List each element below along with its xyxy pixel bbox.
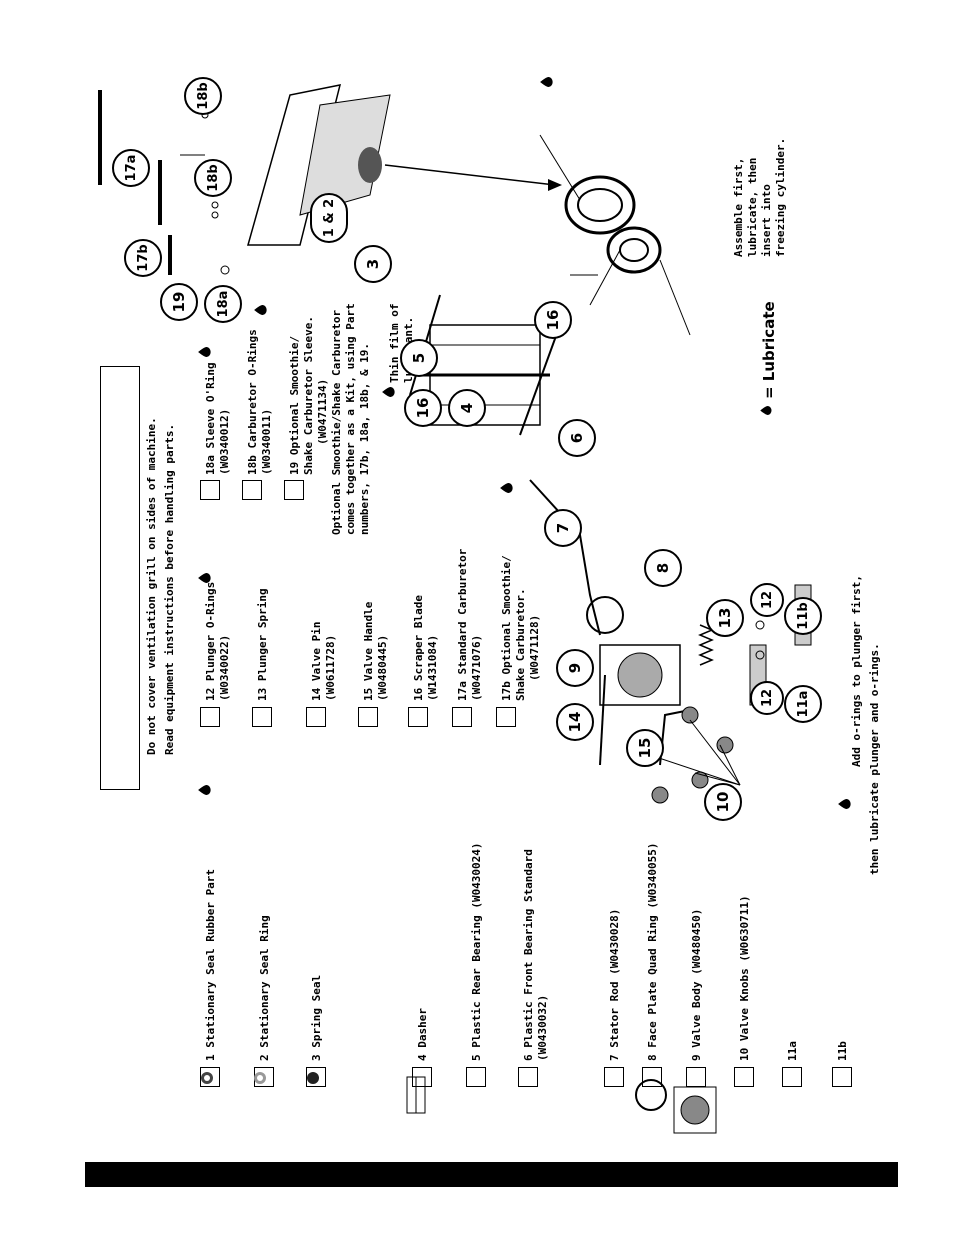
callout-19: 19 — [160, 283, 198, 321]
callout-17b: 17b — [124, 239, 162, 277]
callout-15: 15 — [626, 729, 664, 767]
footer-bar — [85, 1162, 898, 1187]
drop-icon — [500, 483, 513, 493]
callout-10: 10 — [704, 783, 742, 821]
callout-1-2: 1 & 2 — [310, 193, 348, 243]
part-1-thumb — [201, 1072, 213, 1084]
callout-16-a: 16 — [404, 389, 442, 427]
drop-icon — [382, 387, 395, 397]
callout-18b-b: 18b — [194, 159, 232, 197]
callout-6: 6 — [558, 419, 596, 457]
drop-icon — [254, 305, 267, 315]
callout-18b-a: 18b — [184, 77, 222, 115]
callout-12-b: 12 — [750, 681, 784, 715]
drop-icon — [838, 799, 851, 809]
callout-4: 4 — [448, 389, 486, 427]
callout-13: 13 — [706, 599, 744, 637]
part-9-thumb — [673, 1086, 717, 1134]
callout-12-a: 12 — [750, 583, 784, 617]
callout-11a: 11a — [784, 685, 822, 723]
drop-icon — [198, 785, 211, 795]
callout-5: 5 — [400, 339, 438, 377]
callout-14: 14 — [556, 703, 594, 741]
callout-3: 3 — [354, 245, 392, 283]
callout-8: 8 — [644, 549, 682, 587]
drop-icon — [198, 347, 211, 357]
callout-18a: 18a — [204, 285, 242, 323]
callout-11b: 11b — [784, 597, 822, 635]
drop-icon — [540, 77, 553, 87]
part-4-thumb — [406, 1076, 426, 1114]
part-8-thumb — [635, 1079, 667, 1111]
part-3-thumb — [307, 1072, 319, 1084]
callout-7: 7 — [544, 509, 582, 547]
drop-icon — [198, 573, 211, 583]
part-2-thumb — [254, 1072, 266, 1084]
callout-9: 9 — [556, 649, 594, 687]
legend-drop-icon — [760, 406, 772, 415]
callout-17a: 17a — [112, 149, 150, 187]
callout-16-b: 16 — [534, 301, 572, 339]
